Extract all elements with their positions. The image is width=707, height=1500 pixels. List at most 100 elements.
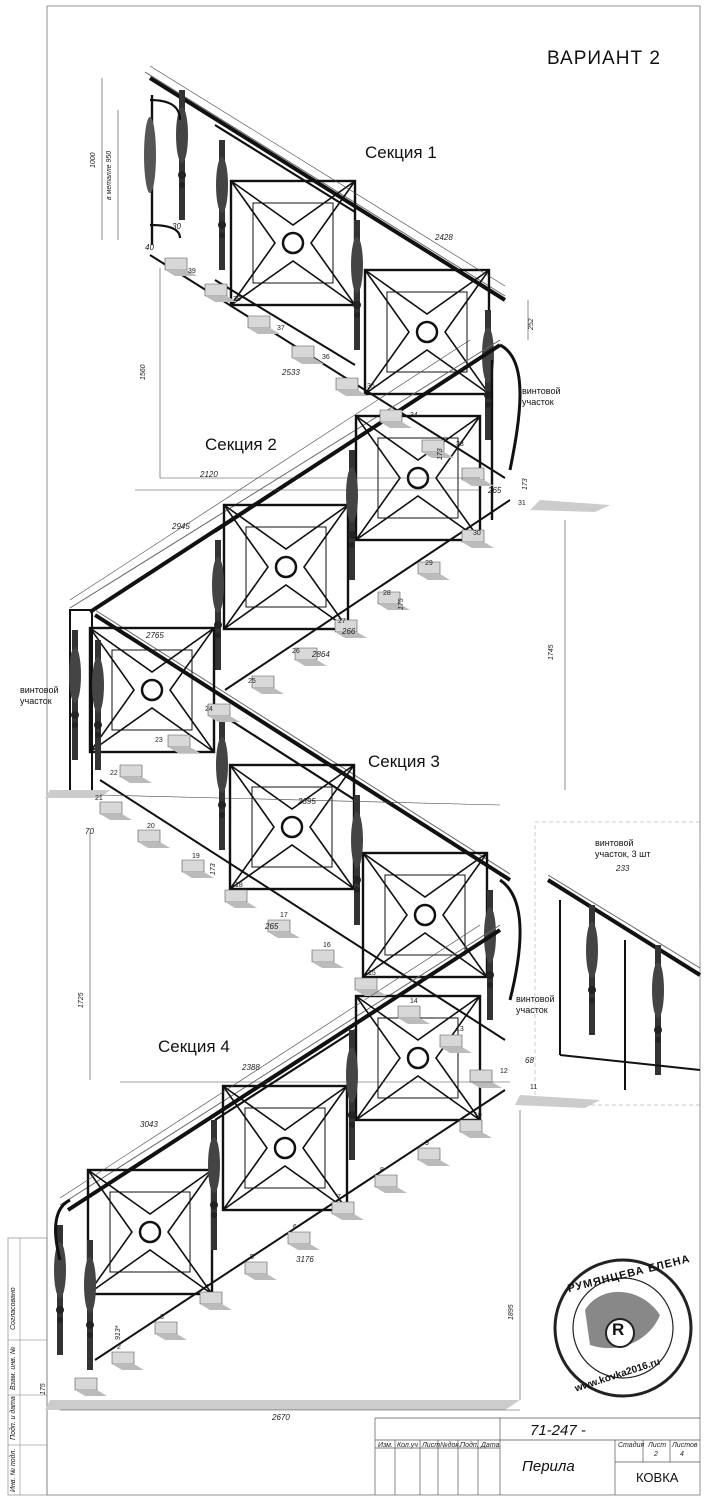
dim-175-a: 175 xyxy=(398,598,405,610)
tb-name: Перила xyxy=(522,1458,575,1475)
tb-value-listov: 4 xyxy=(680,1451,684,1458)
dim-950: в металле 950 xyxy=(106,150,113,200)
step-number: 38 xyxy=(233,296,241,303)
step-number: 17 xyxy=(280,912,288,919)
step-number: 25 xyxy=(248,678,256,685)
step-number: 23 xyxy=(155,737,163,744)
side-inv-podl: Инв. № подл. xyxy=(10,1448,17,1492)
dim-68: 68 xyxy=(525,1056,534,1065)
step-number: 3 xyxy=(160,1314,164,1321)
step-number: 36 xyxy=(322,354,330,361)
dim-2388: 2388 xyxy=(242,1063,260,1072)
step-number: 19 xyxy=(192,853,200,860)
dim-2864: 2864 xyxy=(312,650,330,659)
dim-3176: 3176 xyxy=(296,1255,314,1264)
dim-1000: 1000 xyxy=(90,152,97,168)
step-number: 11 xyxy=(530,1084,538,1091)
dim-2533: 2533 xyxy=(282,368,300,377)
tb-header-ndok: №док. xyxy=(440,1442,461,1449)
section-3-railing xyxy=(69,609,522,1041)
step-number: 9 xyxy=(425,1140,429,1147)
tb-header-list2: Лист xyxy=(648,1442,667,1449)
step-number: 34 xyxy=(410,412,418,419)
dim-1560: 1560 xyxy=(140,364,147,380)
title-block xyxy=(374,1417,700,1495)
dim-266: 266 xyxy=(342,627,356,636)
step-number: 15 xyxy=(368,970,376,977)
step-number: 2 xyxy=(117,1344,121,1351)
tb-header-stadiya: Стадия xyxy=(618,1442,645,1449)
step-number: 16 xyxy=(323,942,331,949)
step-number: 21 xyxy=(95,795,103,802)
step-number: 28 xyxy=(383,590,391,597)
side-soglasovano: Согласовано xyxy=(10,1287,17,1330)
dim-2670: 2670 xyxy=(272,1413,290,1422)
tb-header-podp: Подп. xyxy=(460,1442,479,1449)
step-number: 24 xyxy=(205,706,213,713)
step-number: 8 xyxy=(380,1167,384,1174)
side-podp-data: Подп. и дата xyxy=(10,1396,17,1440)
step-number: 14 xyxy=(410,998,418,1005)
section-4-label: Секция 4 xyxy=(158,1037,230,1056)
dim-265-b: 265 xyxy=(265,922,279,931)
dim-173-b: 173 xyxy=(522,478,529,490)
dim-2428: 2428 xyxy=(435,233,453,242)
step-number: 35 xyxy=(367,383,375,390)
variant-title: ВАРИАНТ 2 xyxy=(547,48,661,69)
section-1-label: Секция 1 xyxy=(365,143,437,162)
dim-2765: 2765 xyxy=(146,631,164,640)
step-number: 33 xyxy=(456,441,464,448)
tb-header-izm: Изм. xyxy=(378,1442,393,1449)
dim-1745: 1745 xyxy=(548,644,555,660)
section-2-label: Секция 2 xyxy=(205,435,277,454)
tb-doc-number: 71-247 - xyxy=(530,1422,586,1439)
step-number: 31 xyxy=(518,500,526,507)
dim-252: 252 xyxy=(528,318,535,330)
step-number: 27 xyxy=(338,618,346,625)
company-stamp xyxy=(553,1258,693,1398)
dimension-lines xyxy=(59,65,566,1411)
dim-913: 913* xyxy=(115,1325,122,1340)
dim-173-a: 173 xyxy=(437,448,444,460)
section-2-railing xyxy=(69,339,522,691)
tb-header-list: Лист xyxy=(422,1442,441,1449)
spiral-detail-view xyxy=(534,821,702,1106)
dim-233: 233 xyxy=(616,864,630,873)
dim-1895: 1895 xyxy=(508,1304,515,1320)
tb-value-list: 2 xyxy=(654,1451,658,1458)
section-4-railing xyxy=(54,924,506,1370)
dim-2120: 2120 xyxy=(200,470,218,479)
section-3-label: Секция 3 xyxy=(368,752,440,771)
dim-173-c: 173 xyxy=(210,863,217,875)
step-number: 10 xyxy=(474,1112,482,1119)
step-number: 22 xyxy=(110,770,118,777)
step-number: 20 xyxy=(147,823,155,830)
dim-40: 40 xyxy=(145,243,154,252)
tb-header-data: Дата xyxy=(481,1442,500,1449)
tb-header-listov: Листов xyxy=(672,1442,698,1449)
step-number: 37 xyxy=(277,325,285,332)
stair-steps xyxy=(45,257,610,1410)
side-vzam-inv: Взам. инв. № xyxy=(10,1346,17,1390)
step-number: 18 xyxy=(235,882,243,889)
step-number: 39 xyxy=(188,268,196,275)
dim-30: 30 xyxy=(172,222,181,231)
step-number: 13 xyxy=(456,1026,464,1033)
tb-company: КОВКА xyxy=(636,1470,679,1485)
dim-3043: 3043 xyxy=(140,1120,158,1129)
step-number: 12 xyxy=(500,1068,508,1075)
step-number: 7 xyxy=(337,1194,341,1201)
dim-175-b: 175 xyxy=(40,1383,47,1395)
dim-2395: 2395 xyxy=(298,797,316,806)
dim-265-a: 265 xyxy=(488,486,502,495)
dim-1725: 1725 xyxy=(78,992,85,1008)
dim-70: 70 xyxy=(85,827,94,836)
stamp-monogram: R xyxy=(612,1320,625,1339)
step-number: 4 xyxy=(205,1284,209,1291)
